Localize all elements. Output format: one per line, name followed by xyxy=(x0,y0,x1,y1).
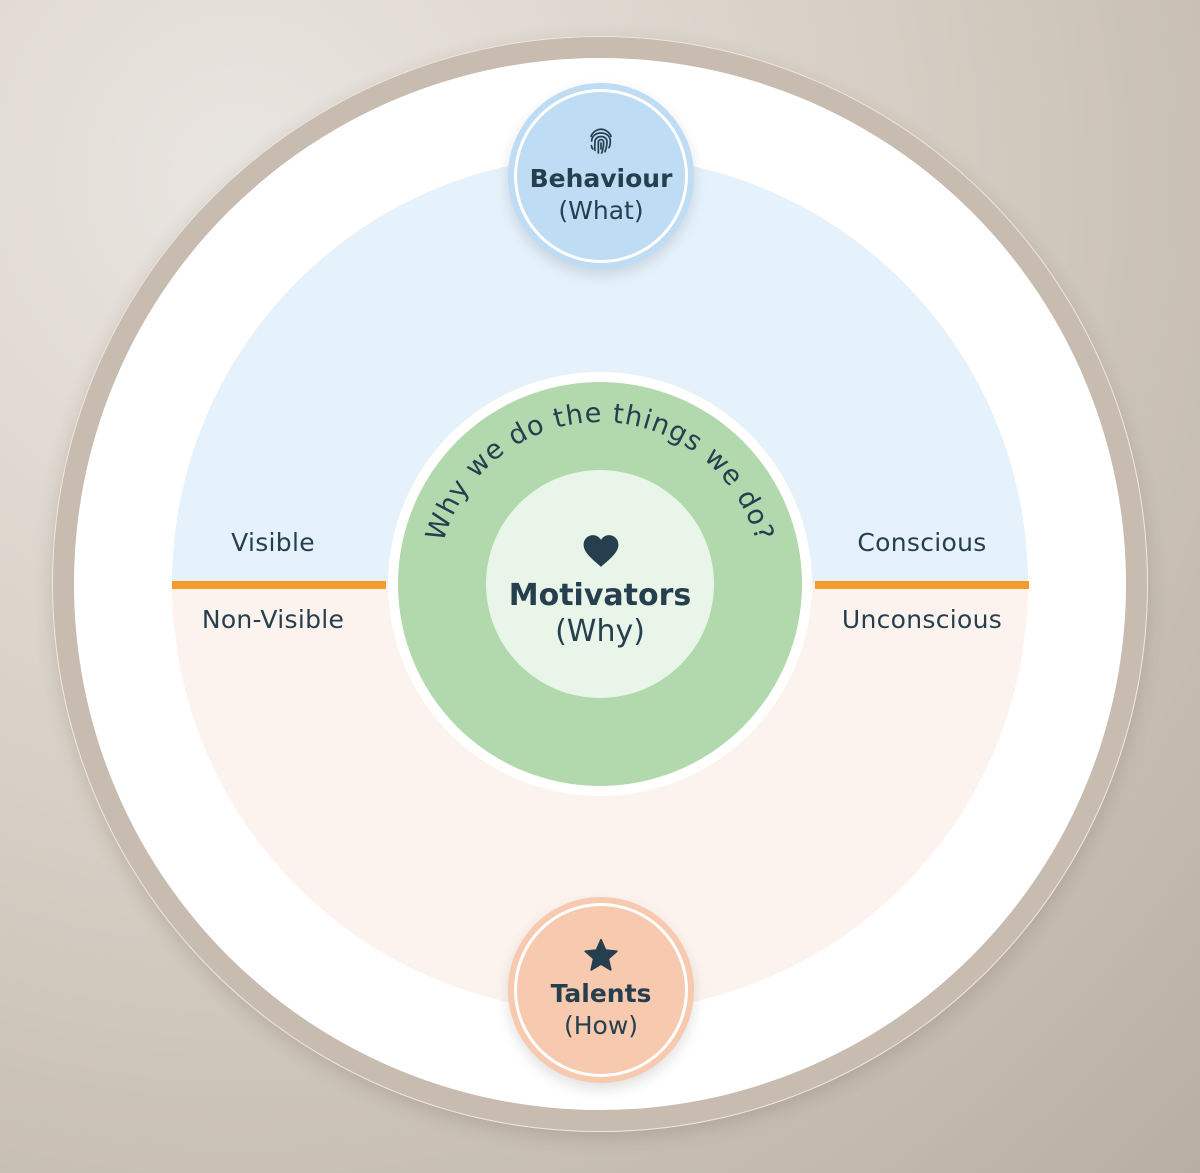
behaviour-subtitle: (What) xyxy=(558,196,644,225)
motivators-title: Motivators xyxy=(508,578,692,613)
svg-text:Why we do the things we do?: Why we do the things we do? xyxy=(420,398,780,545)
behaviour-title: Behaviour xyxy=(529,164,673,193)
star-icon xyxy=(582,938,620,974)
behaviour-bubble-inner: Behaviour (What) xyxy=(514,89,688,263)
non-visible-label: Non-Visible xyxy=(201,605,345,634)
arc-text: Why we do the things we do? xyxy=(420,398,779,545)
right-divider-line xyxy=(815,581,1029,589)
left-divider-line xyxy=(172,581,386,589)
behaviour-bubble: Behaviour (What) xyxy=(508,83,694,269)
fingerprint-icon xyxy=(585,125,617,157)
talents-subtitle: (How) xyxy=(563,1011,639,1040)
talents-bubble-inner: Talents (How) xyxy=(514,903,688,1077)
talents-title: Talents xyxy=(550,979,652,1008)
conscious-label: Conscious xyxy=(857,528,987,557)
motivators-subtitle: (Why) xyxy=(555,614,645,649)
visible-label: Visible xyxy=(231,528,315,557)
heart-icon xyxy=(582,533,620,569)
unconscious-label: Unconscious xyxy=(841,605,1003,634)
motivators-core xyxy=(486,470,714,698)
motivators-arc-text: Why we do the things we do? xyxy=(420,398,780,545)
talents-bubble: Talents (How) xyxy=(508,897,694,1083)
motivators-label: Motivators (Why) xyxy=(486,578,714,650)
